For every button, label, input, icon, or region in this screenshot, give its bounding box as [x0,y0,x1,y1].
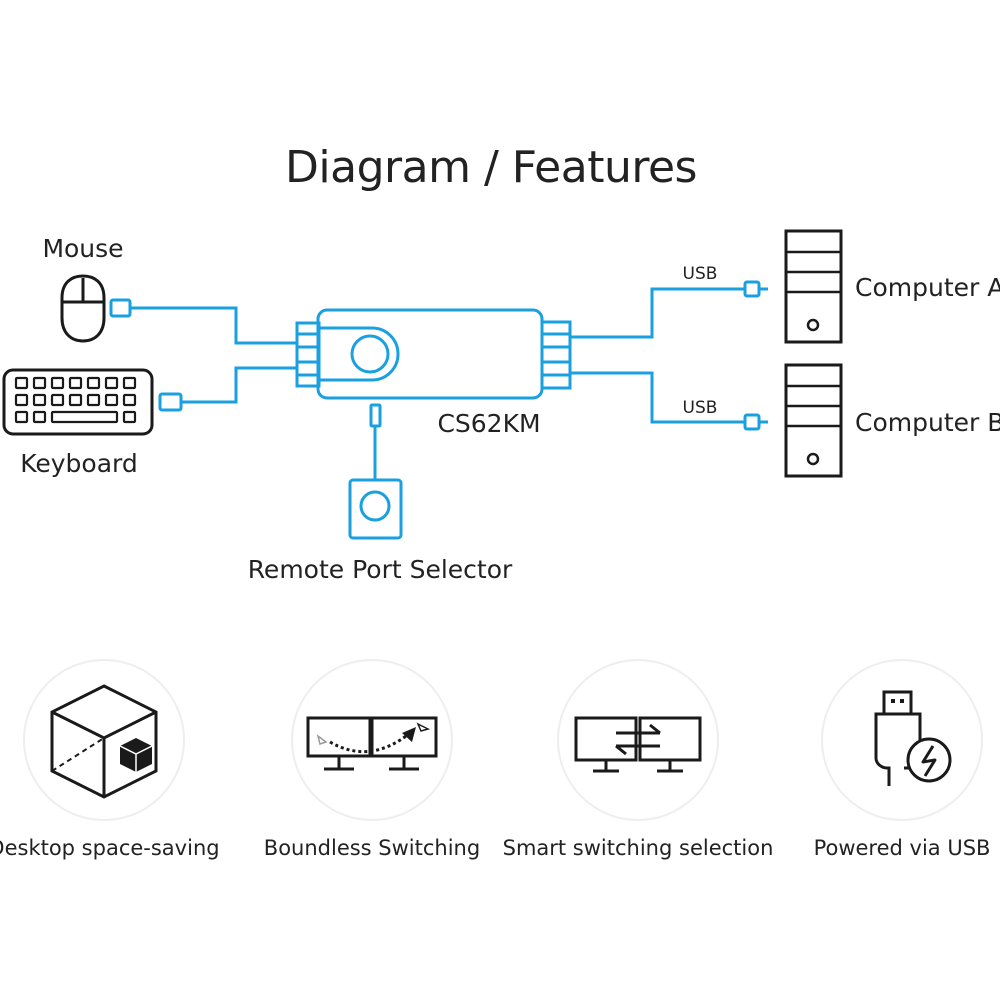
usb-label-a: USB [683,264,718,284]
computer-a-cable [570,280,768,339]
feature-boundless-switching: Boundless Switching [264,659,480,860]
computer-b-label: Computer B [855,408,1000,437]
computer-b-cable [570,371,768,431]
cs62km-switch [295,308,572,400]
dual-monitor-cursor-icon [306,716,438,771]
mouse-cable [109,298,298,345]
mouse-label: Mouse [42,234,123,263]
feature-circle [821,659,983,821]
feature-smart-switching-selection: Smart switching selection [503,659,774,860]
dual-monitor-switch-icon [574,716,702,773]
computer-a-icon [784,229,843,344]
feature-label: Boundless Switching [264,836,480,860]
keyboard-key [32,410,47,424]
computer-b-icon [784,363,843,478]
keyboard-label: Keyboard [20,449,138,478]
keyboard-key [68,393,83,407]
keyboard-key [14,410,29,424]
feature-desktop-space-saving: Desktop space-saving [0,659,220,860]
keyboard-key [50,393,65,407]
usb-label-b: USB [683,398,718,418]
keyboard-key [122,410,137,424]
cube-icon [50,684,158,799]
keyboard-key [68,376,83,390]
keyboard-key [14,376,29,390]
mouse-icon [60,274,106,343]
feature-powered-via-usb: Powered via USB [814,659,991,860]
keyboard-key [86,393,101,407]
keyboard-key [122,376,137,390]
keyboard-key [32,376,47,390]
keyboard-key [104,393,119,407]
computer-a-label: Computer A [855,273,1000,302]
page-title: Diagram / Features [285,142,697,193]
usb-power-icon [874,690,952,786]
switch-label: CS62KM [437,409,540,438]
keyboard-key [32,393,47,407]
keyboard-key [104,376,119,390]
keyboard-cable [158,366,298,412]
remote-port-selector-icon [348,478,403,540]
feature-label: Desktop space-saving [0,836,220,860]
keyboard-key [86,376,101,390]
keyboard-key [122,393,137,407]
keyboard-key [14,393,29,407]
keyboard-key [50,410,119,424]
keyboard-icon [2,368,154,436]
remote-cable [369,403,382,480]
feature-label: Powered via USB [814,836,991,860]
remote-port-selector-label: Remote Port Selector [248,555,513,584]
feature-label: Smart switching selection [503,836,774,860]
keyboard-key [50,376,65,390]
feature-circle [557,659,719,821]
